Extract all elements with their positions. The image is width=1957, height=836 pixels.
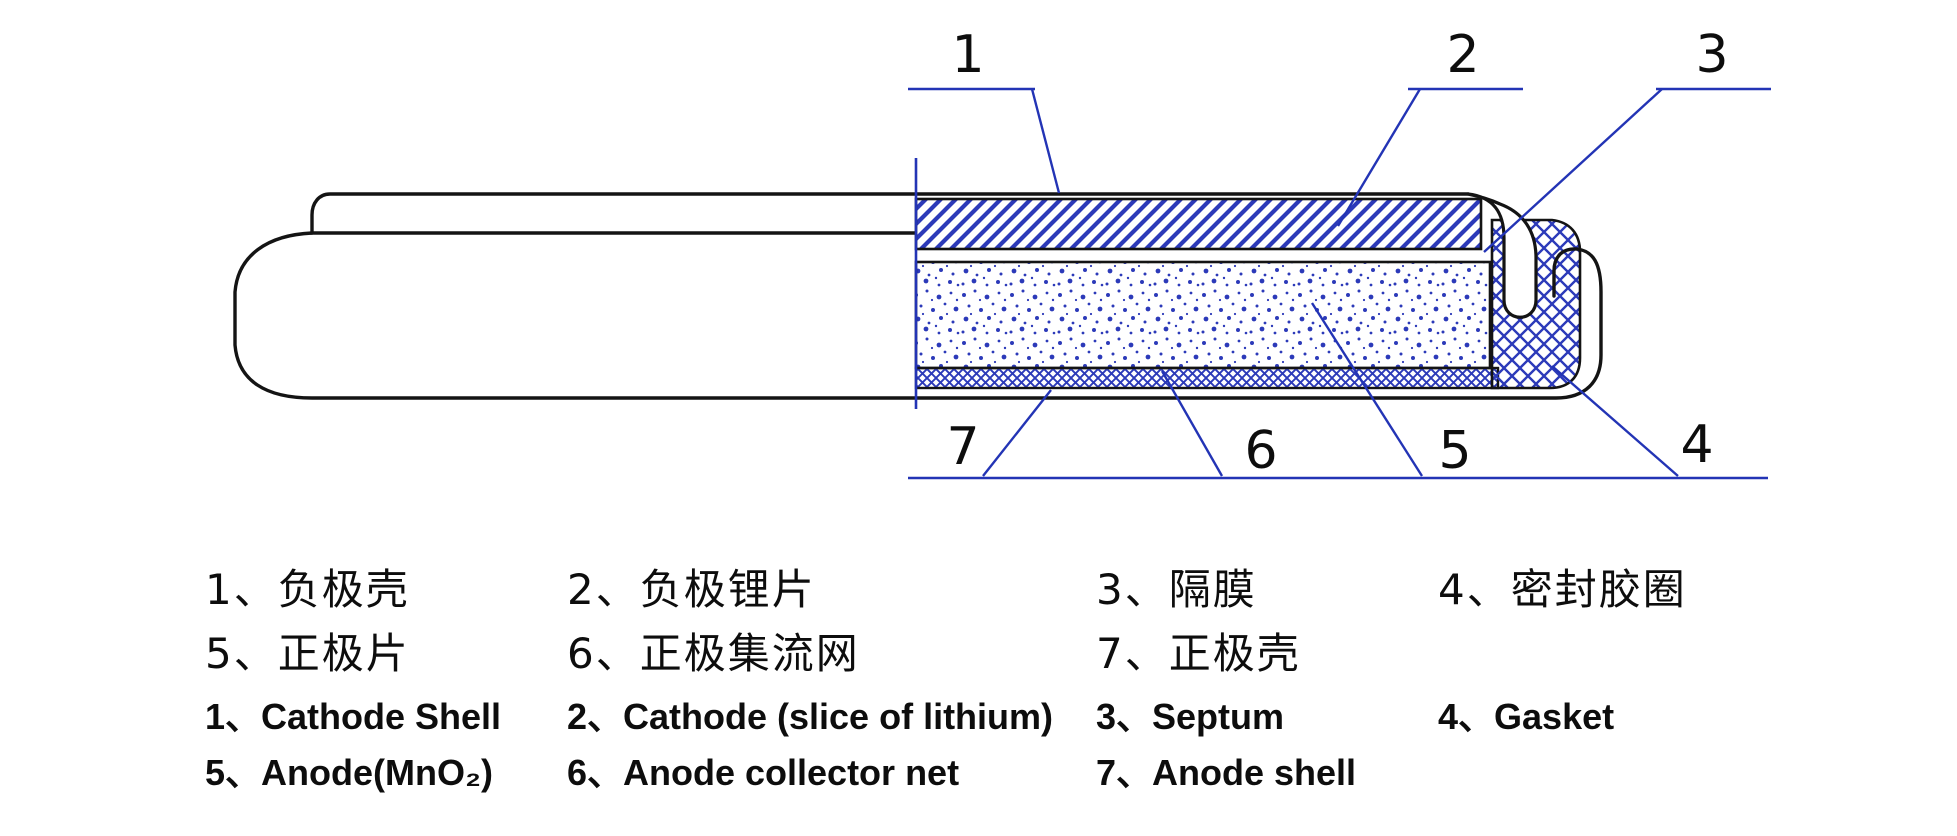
callout-1: 1: [951, 25, 984, 85]
legend-en-2: 2、Cathode (slice of lithium): [567, 696, 1054, 737]
legend-en-7: 7、Anode shell: [1096, 752, 1357, 793]
callout-3: 3: [1695, 25, 1728, 85]
leader-line-7: [982, 389, 1052, 477]
legend-en-3: 3、Septum: [1096, 696, 1285, 737]
legend-en-4: 4、Gasket: [1438, 696, 1615, 737]
callout-2: 2: [1446, 25, 1479, 85]
callout-7: 7: [946, 417, 979, 477]
legend-en-1: 1、Cathode Shell: [205, 696, 502, 737]
leader-line-5: [1310, 302, 1424, 477]
legend-cn-4: 4、密封胶圈: [1438, 565, 1687, 614]
legend-cn-5: 5、正极片: [205, 629, 410, 678]
legend-en-6: 6、Anode collector net: [567, 752, 960, 793]
anode-mno2-layer: [914, 260, 1492, 370]
callout-5: 5: [1438, 421, 1471, 481]
leader-line-2: [1336, 88, 1422, 227]
anode-collector-net-layer: [914, 366, 1500, 390]
anode-shell-outline: [233, 231, 1603, 400]
callout-numbers: 1 2 3 7 6 5 4: [946, 25, 1728, 481]
legend-cn-2: 2、负极锂片: [567, 565, 816, 614]
legend-cn-7: 7、正极壳: [1096, 629, 1301, 678]
leader-line-4: [1551, 365, 1679, 477]
leader-lines: [908, 87, 1771, 480]
legend-cn-1: 1、负极壳: [205, 565, 410, 614]
legend-cn-6: 6、正极集流网: [567, 629, 860, 678]
legend-en-5: 5、Anode(MnO₂): [205, 752, 493, 793]
leader-line-1: [1030, 88, 1061, 194]
legend-cn-3: 3、隔膜: [1096, 565, 1257, 614]
cap-skirt-fold: [1466, 192, 1538, 319]
cathode-shell-outline: [310, 192, 1470, 235]
cathode-lithium-slice-layer: [914, 197, 1483, 251]
leader-line-3: [1483, 88, 1663, 253]
leader-line-6: [1160, 370, 1224, 477]
callout-4: 4: [1680, 415, 1713, 475]
callout-6: 6: [1244, 421, 1277, 481]
